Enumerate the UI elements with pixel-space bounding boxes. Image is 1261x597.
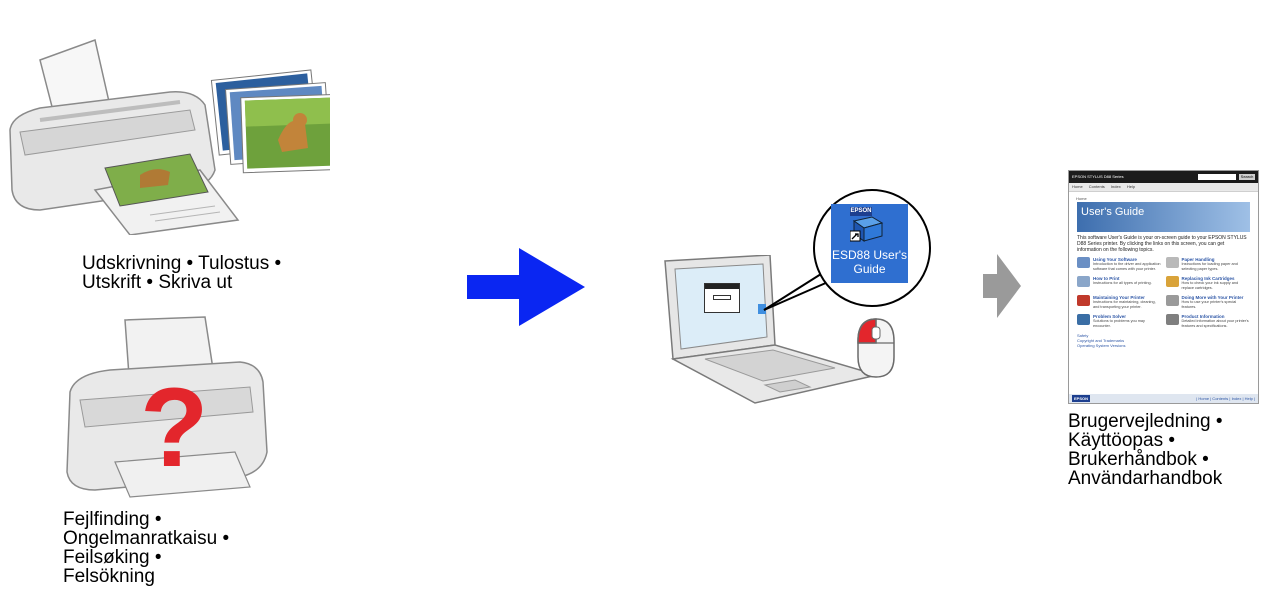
topic-desc: How to use your printer's special featur… bbox=[1182, 300, 1251, 309]
guide-home-label: Home bbox=[1076, 196, 1258, 201]
guide-nav-home[interactable]: Home bbox=[1072, 184, 1083, 189]
shortcut-label: ESD88 User's Guide bbox=[832, 248, 907, 276]
users-guide-caption-line: Käyttöopas • bbox=[1068, 431, 1223, 450]
guide-brand-text: EPSON STYLUS D88 Series bbox=[1072, 174, 1124, 179]
topic-icon bbox=[1166, 257, 1179, 268]
guide-footer: EPSON | Home | Contents | Index | Help | bbox=[1069, 394, 1258, 403]
guide-intro-text: This software User's Guide is your on-sc… bbox=[1077, 235, 1250, 253]
troubleshooting-caption: Fejlfinding • Ongelmanratkaisu • Feilsøk… bbox=[63, 510, 229, 586]
guide-bottom-links: Safety Copyright and Trademarks Operatin… bbox=[1077, 333, 1250, 348]
troubleshooting-caption-line: Feilsøking • bbox=[63, 548, 229, 567]
users-guide-caption: Brugervejledning • Käyttöopas • Brukerhå… bbox=[1068, 412, 1223, 488]
topic-desc: Detailed information about your printer'… bbox=[1182, 319, 1251, 328]
topic-desc: Instructions for loading paper and selec… bbox=[1182, 262, 1251, 271]
shortcut-label-line: ESD88 User's bbox=[832, 248, 907, 262]
users-guide-screenshot: EPSON STYLUS D88 Series Search Home Cont… bbox=[1068, 170, 1259, 404]
troubleshooting-caption-line: Felsökning bbox=[63, 567, 229, 586]
topic-desc: Instructions for all types of printing. bbox=[1093, 281, 1152, 286]
troubleshooting-caption-line: Fejlfinding • bbox=[63, 510, 229, 529]
topic-desc: How to check your ink supply and replace… bbox=[1182, 281, 1251, 290]
users-guide-shortcut-icon[interactable]: EPSON ESD88 User's Guide bbox=[831, 204, 908, 283]
topic-desc: Solutions to problems you may encounter. bbox=[1093, 319, 1162, 328]
guide-link-os-versions[interactable]: Operating System Versions bbox=[1077, 343, 1250, 348]
topic-icon bbox=[1077, 276, 1090, 287]
users-guide-caption-line: Brugervejledning • bbox=[1068, 412, 1223, 431]
mouse-icon bbox=[852, 315, 900, 381]
users-guide-caption-line: Användarhandbok bbox=[1068, 469, 1223, 488]
topic-desc: Introduction to the driver and applicati… bbox=[1093, 262, 1162, 271]
printer-printing-illustration bbox=[0, 20, 330, 235]
topic-icon bbox=[1166, 276, 1179, 287]
guide-nav-index[interactable]: Index bbox=[1111, 184, 1121, 189]
topic-icon bbox=[1166, 295, 1179, 306]
users-guide-caption-line: Brukerhåndbok • bbox=[1068, 450, 1223, 469]
guide-search-input[interactable] bbox=[1198, 174, 1236, 180]
question-mark-icon: ? bbox=[140, 372, 208, 484]
blue-arrow-icon bbox=[467, 248, 587, 326]
screen-window bbox=[704, 283, 740, 313]
printing-caption-line: Udskrivning • Tulostus • bbox=[82, 254, 281, 273]
gray-arrow-icon bbox=[983, 254, 1023, 318]
guide-search-button[interactable]: Search bbox=[1239, 174, 1255, 180]
printing-caption-line: Utskrift • Skriva ut bbox=[82, 273, 281, 292]
guide-brand-bar: EPSON STYLUS D88 Series Search bbox=[1069, 171, 1258, 183]
guide-nav: Home Contents Index Help bbox=[1069, 183, 1258, 192]
topic-desc: Instructions for maintaining, cleaning, … bbox=[1093, 300, 1162, 309]
topic-icon bbox=[1166, 314, 1179, 325]
topic-icon bbox=[1077, 295, 1090, 306]
guide-footer-links[interactable]: | Home | Contents | Index | Help | bbox=[1196, 396, 1255, 401]
topic-icon bbox=[1077, 314, 1090, 325]
troubleshooting-caption-line: Ongelmanratkaisu • bbox=[63, 529, 229, 548]
guide-footer-logo: EPSON bbox=[1072, 395, 1090, 402]
topic-icon bbox=[1077, 257, 1090, 268]
shortcut-label-line: Guide bbox=[832, 262, 907, 276]
printing-caption: Udskrivning • Tulostus • Utskrift • Skri… bbox=[82, 254, 281, 292]
book-icon bbox=[850, 215, 886, 243]
guide-nav-help[interactable]: Help bbox=[1127, 184, 1135, 189]
guide-banner-title: User's Guide bbox=[1077, 202, 1250, 232]
guide-nav-contents[interactable]: Contents bbox=[1089, 184, 1105, 189]
